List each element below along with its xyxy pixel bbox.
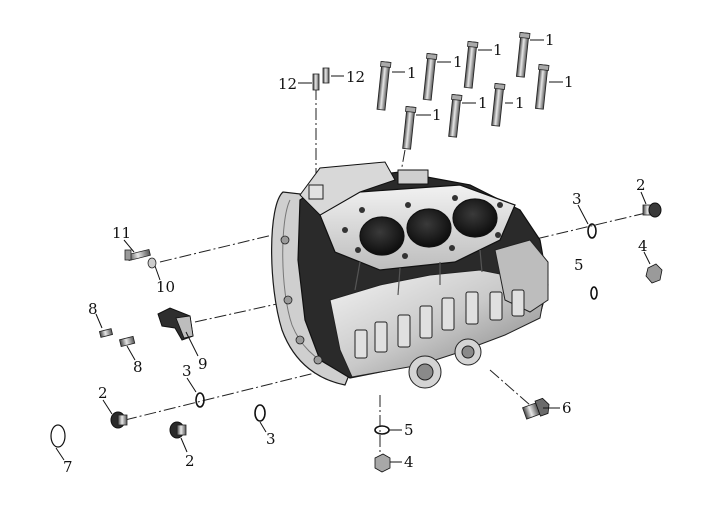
bolt: [402, 106, 417, 150]
callout-2: 2: [636, 176, 646, 194]
caps: [374, 263, 663, 473]
callout-1: 1: [407, 64, 417, 82]
callout-1: 1: [478, 94, 488, 112]
bolt: [534, 64, 550, 110]
callout-3: 3: [182, 362, 192, 380]
callout-1: 1: [515, 94, 525, 112]
callout-1: 1: [432, 106, 442, 124]
callout-6: 6: [562, 399, 572, 417]
callout-10: 10: [156, 278, 175, 296]
bolt: [491, 83, 506, 127]
callout-12: 12: [346, 68, 365, 86]
small-bolts: [98, 328, 136, 348]
callout-11: 11: [112, 224, 131, 242]
callout-4: 4: [404, 453, 414, 471]
callout-1: 1: [493, 41, 503, 59]
bolt: [376, 61, 392, 111]
callout-labels: 1 1 1 1 1 1 1 1 12 12 2 2 2 3 3 3 4 4 5 …: [63, 31, 648, 476]
callout-4: 4: [638, 237, 648, 255]
callout-9: 9: [198, 355, 208, 373]
callout-12: 12: [278, 75, 297, 93]
crankcase-illustration: [271, 161, 549, 389]
callout-8: 8: [88, 300, 98, 318]
bolt: [422, 53, 438, 101]
callout-5: 5: [404, 421, 414, 439]
leader-lines: [55, 39, 651, 463]
bolt: [515, 32, 531, 78]
cylinder-bolts: [376, 32, 550, 150]
callout-3: 3: [572, 190, 582, 208]
callout-8: 8: [133, 358, 143, 376]
bolt: [448, 94, 463, 138]
dowel-pins: [312, 67, 330, 91]
callout-1: 1: [564, 73, 574, 91]
callout-3: 3: [266, 430, 276, 448]
callout-7: 7: [63, 458, 73, 476]
callout-1: 1: [545, 31, 555, 49]
callout-2: 2: [185, 452, 195, 470]
bracket: [157, 307, 194, 341]
side-bolt-and-washer: [124, 248, 157, 269]
callout-1: 1: [453, 53, 463, 71]
oil-pressure-fitting: [522, 397, 550, 420]
callout-2: 2: [98, 384, 108, 402]
bolt: [463, 41, 479, 89]
callout-5: 5: [574, 256, 584, 274]
plugs: [110, 202, 662, 439]
